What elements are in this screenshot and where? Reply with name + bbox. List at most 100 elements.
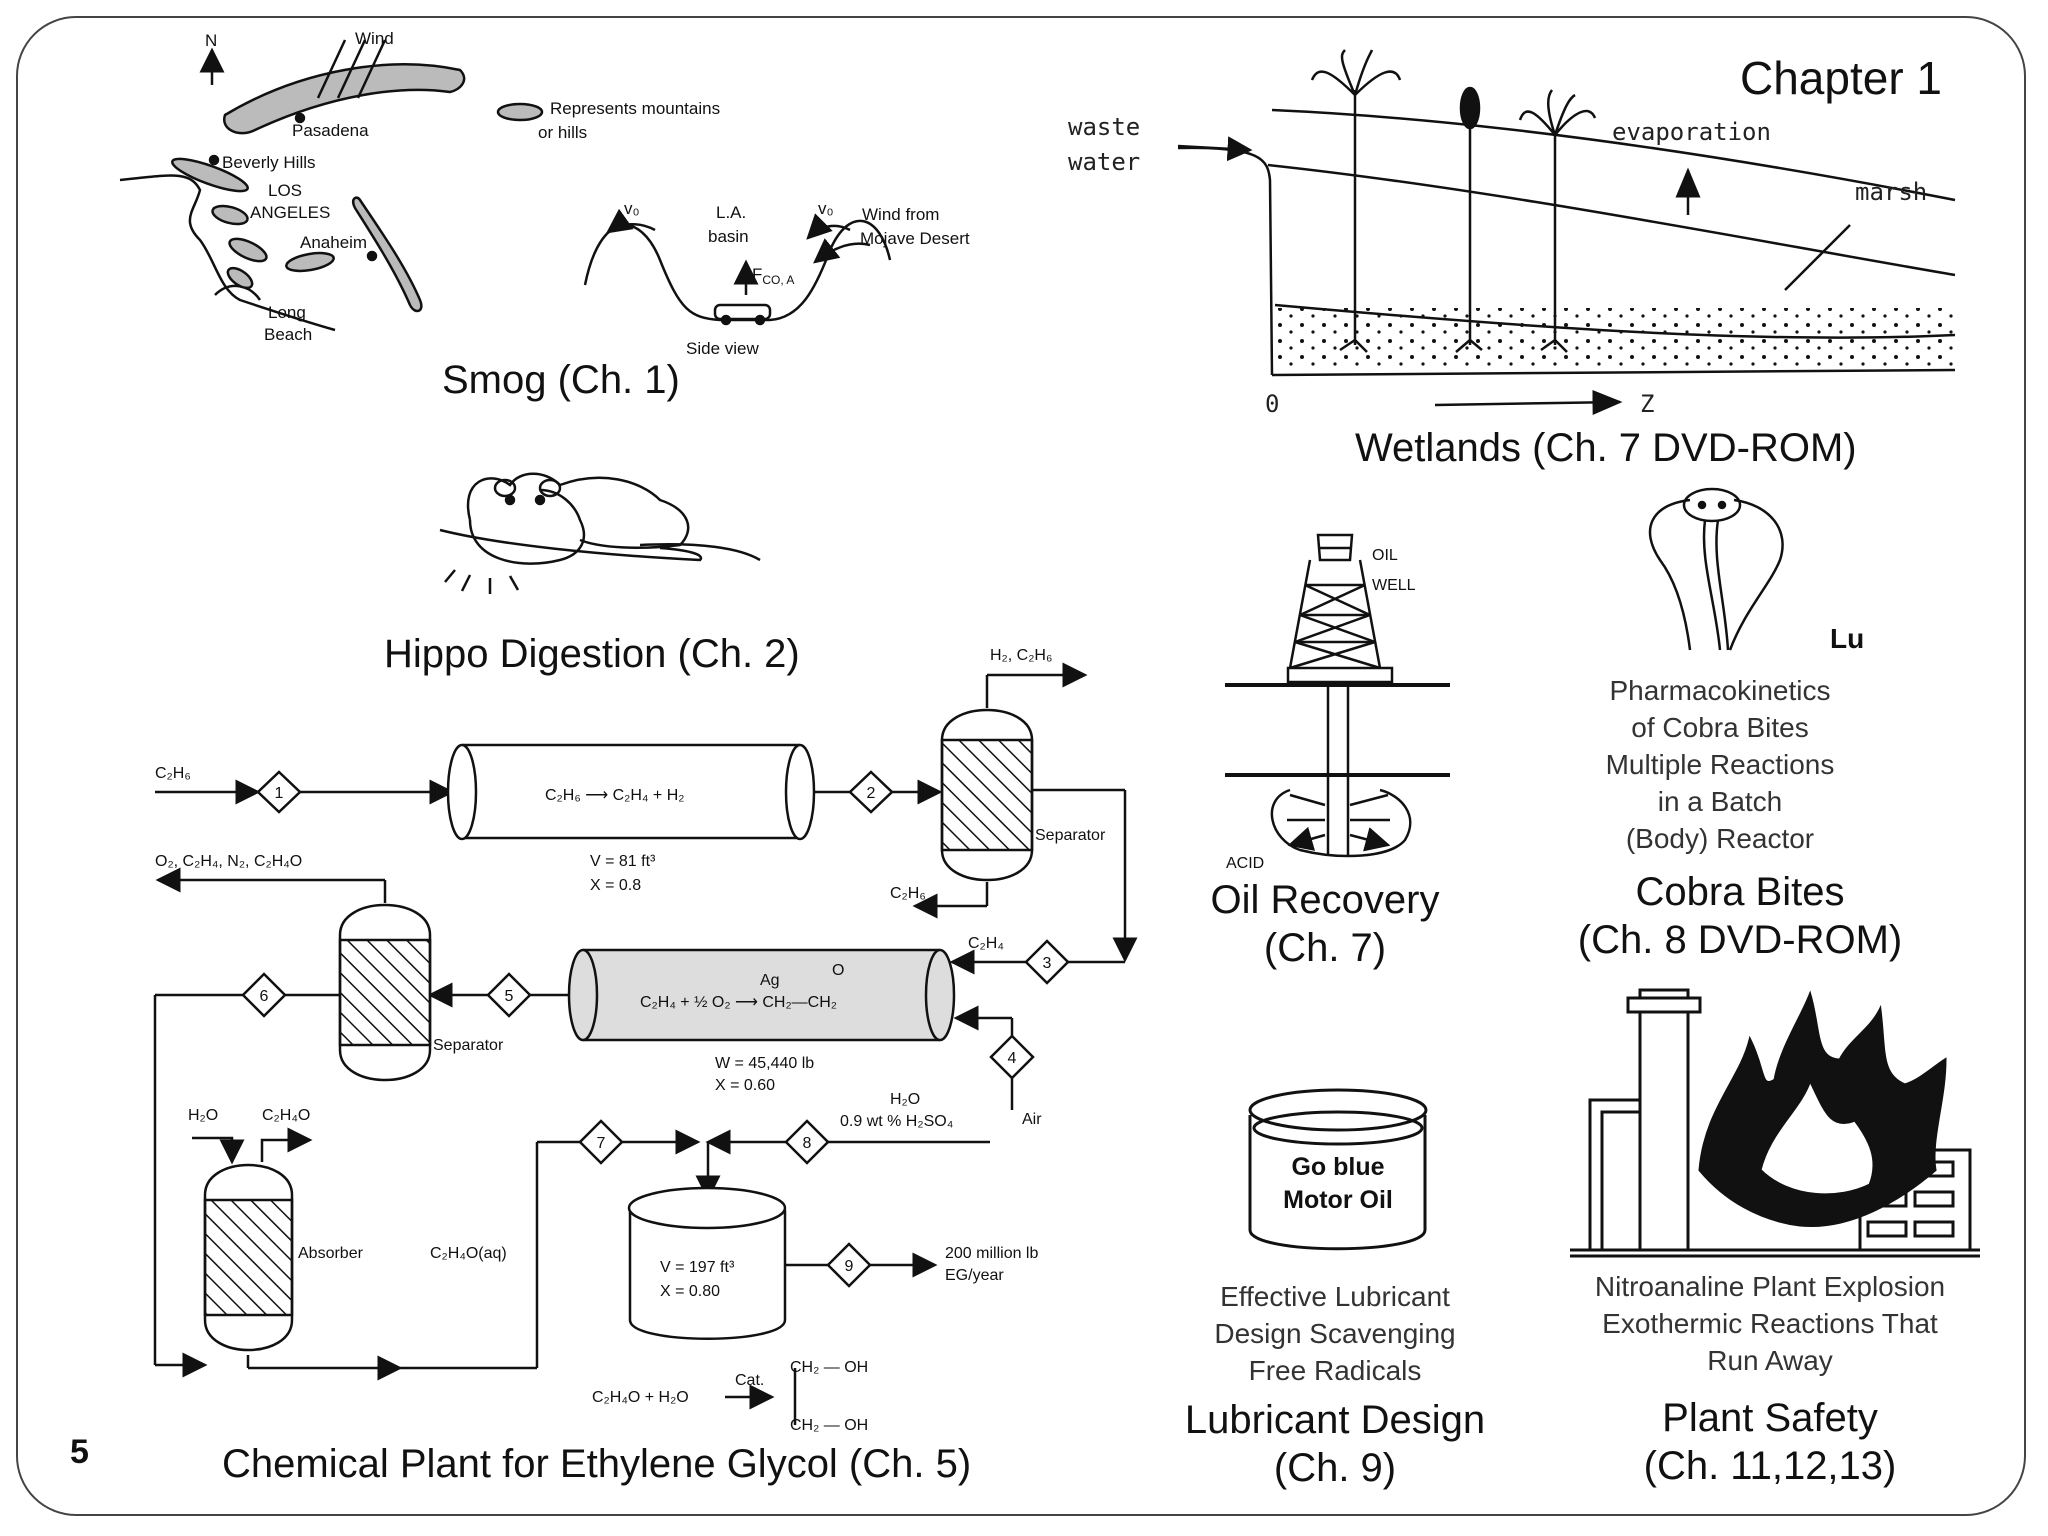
catalyst-label: Cat.: [735, 1372, 764, 1389]
marsh-label: marsh: [1855, 178, 1927, 206]
absorber-label: Absorber: [298, 1245, 364, 1262]
stream-diamond-8: [784, 1119, 830, 1165]
cobra-caption-line-2: (Ch. 8 DVD-ROM): [1577, 918, 1903, 962]
fco-main: F: [752, 265, 762, 284]
safety-caption-line-1: Plant Safety: [1662, 1396, 1878, 1440]
lubricant-caption-line-2: (Ch. 9): [1273, 1446, 1397, 1490]
reactor2-equation: C₂H₄ + ½ O₂ ⟶ CH₂—CH₂: [640, 994, 837, 1011]
stream-diamond-4: [989, 1034, 1035, 1080]
stream-number-5: 5: [505, 988, 514, 1005]
cobra-description: Pharmacokinetics of Cobra Bites Multiple…: [1560, 672, 1880, 857]
stream-diamond-1: [256, 770, 302, 814]
product-label-2: EG/year: [945, 1267, 1004, 1284]
side-view-label: Side view: [686, 339, 759, 358]
safety-description: Nitroanaline Plant Explosion Exothermic …: [1560, 1268, 1980, 1379]
mountain-range-north: [223, 63, 466, 135]
lubricant-description: Effective Lubricant Design Scavenging Fr…: [1190, 1278, 1480, 1389]
smog-side-view: [583, 208, 892, 326]
legend-text-2: or hills: [538, 123, 587, 142]
long-label: Long: [268, 303, 306, 322]
cobra-desc-line-1: Pharmacokinetics: [1609, 675, 1831, 706]
reactor1-volume: V = 81 ft³: [590, 853, 656, 870]
safety-caption: Plant Safety (Ch. 11,12,13): [1600, 1394, 1940, 1490]
reactor1-conversion: X = 0.8: [590, 877, 641, 894]
stream-diamond-5: [486, 972, 532, 1018]
fco-sub: CO, A: [762, 273, 794, 287]
cobra-drawing: [1648, 487, 1784, 651]
safety-caption-line-2: (Ch. 11,12,13): [1643, 1444, 1897, 1488]
catalyst-ag-label: Ag: [760, 972, 780, 989]
stream-number-8: 8: [803, 1135, 812, 1152]
epoxide-o-label: O: [832, 962, 844, 979]
h2-outlet-label: H₂, C₂H₆: [990, 647, 1052, 664]
stream-numbers: 1 2 3 4 5 6 7 8 9: [260, 785, 1052, 1275]
stream-number-6: 6: [260, 988, 269, 1005]
feed-label: C₂H₆: [155, 765, 191, 782]
oil-caption-line-2: (Ch. 7): [1263, 926, 1387, 970]
lubricant-caption-line-1: Lubricant Design: [1184, 1398, 1486, 1442]
stream-number-7: 7: [597, 1135, 606, 1152]
reactor1-equation: C₂H₆ ⟶ C₂H₄ + H₂: [545, 787, 684, 804]
angeles-label: ANGELES: [250, 203, 330, 222]
basin-label: basin: [708, 227, 749, 246]
stream-number-4: 4: [1008, 1050, 1017, 1067]
cstr-volume: V = 197 ft³: [660, 1259, 735, 1276]
absorber-c2h4o-label: C₂H₄O: [262, 1107, 310, 1124]
oil-caption: Oil Recovery (Ch. 7): [1180, 876, 1470, 972]
ethylene-glycol-flowsheet: [153, 662, 1138, 1425]
stream-diamond-2: [848, 770, 894, 814]
stream-number-3: 3: [1043, 955, 1052, 972]
pasadena-label: Pasadena: [292, 121, 369, 140]
stream-number-1: 1: [275, 785, 284, 802]
stream-diamond-7: [578, 1119, 624, 1165]
reactor2-conversion: X = 0.60: [715, 1077, 775, 1094]
water-in-label: H₂O: [890, 1091, 920, 1108]
lubricant-caption: Lubricant Design (Ch. 9): [1160, 1396, 1510, 1492]
air-label: Air: [1022, 1111, 1042, 1128]
can-line-1: Go blue: [1291, 1153, 1384, 1181]
reactor2-weight: W = 45,440 lb: [715, 1055, 814, 1072]
separator1-label: Separator: [1035, 827, 1106, 844]
slide-frame: [16, 16, 2026, 1516]
mojave-label: Mojave Desert: [860, 229, 970, 248]
wetlands-diagram: [1177, 49, 1956, 415]
anaheim-label: Anaheim: [300, 233, 367, 252]
evaporation-label: evaporation: [1612, 118, 1771, 146]
acid-label: ACID: [1226, 855, 1264, 872]
c2h4o-aq-label: C₂H₄O(aq): [430, 1245, 507, 1262]
glycol-top-label: CH₂ — OH: [790, 1359, 868, 1376]
glycol-bottom-label: CH₂ — OH: [790, 1417, 868, 1434]
slide-title: Chapter 1: [1740, 52, 1943, 104]
stream-diamond-3: [1024, 939, 1070, 985]
wind-from-label: Wind from: [862, 205, 939, 224]
vent-label: O₂, C₂H₄, N₂, C₂H₄O: [155, 853, 302, 870]
cobra-desc-line-3: Multiple Reactions: [1605, 749, 1835, 780]
c2h4-label: C₂H₄: [968, 935, 1004, 952]
hippo-drawing: [439, 472, 761, 594]
c2h6-recycle-label: C₂H₆: [890, 885, 926, 902]
cobra-desc-line-4: in a Batch: [1657, 786, 1783, 817]
fco-label: FCO, A: [752, 265, 794, 287]
stream-number-9: 9: [845, 1258, 854, 1275]
lubricant-desc-line-1: Effective Lubricant: [1220, 1281, 1450, 1312]
plant-explosion-drawing: [1570, 988, 1980, 1258]
absorber-water-label: H₂O: [188, 1107, 218, 1124]
stream-diamond-6: [241, 972, 287, 1018]
cobra-author: Lu: [1830, 623, 1864, 654]
wind-label: Wind: [355, 29, 394, 48]
beverly-hills-label: Beverly Hills: [222, 153, 316, 172]
los-label: LOS: [268, 181, 302, 200]
la-label: L.A.: [716, 203, 746, 222]
page-number: 5: [70, 1433, 89, 1471]
lubricant-desc-line-2: Design Scavenging: [1214, 1318, 1456, 1349]
cobra-desc-line-2: of Cobra Bites: [1631, 712, 1809, 743]
north-label: N: [205, 31, 217, 50]
motor-oil-can: [1248, 1088, 1428, 1251]
origin-label: 0: [1265, 390, 1279, 418]
legend-text-1: Represents mountains: [550, 99, 720, 118]
oil-label: OIL: [1372, 547, 1398, 564]
lubricant-desc-line-3: Free Radicals: [1248, 1355, 1422, 1386]
cobra-caption-line-1: Cobra Bites: [1635, 870, 1845, 914]
v0-right-label: v₀: [818, 199, 834, 218]
